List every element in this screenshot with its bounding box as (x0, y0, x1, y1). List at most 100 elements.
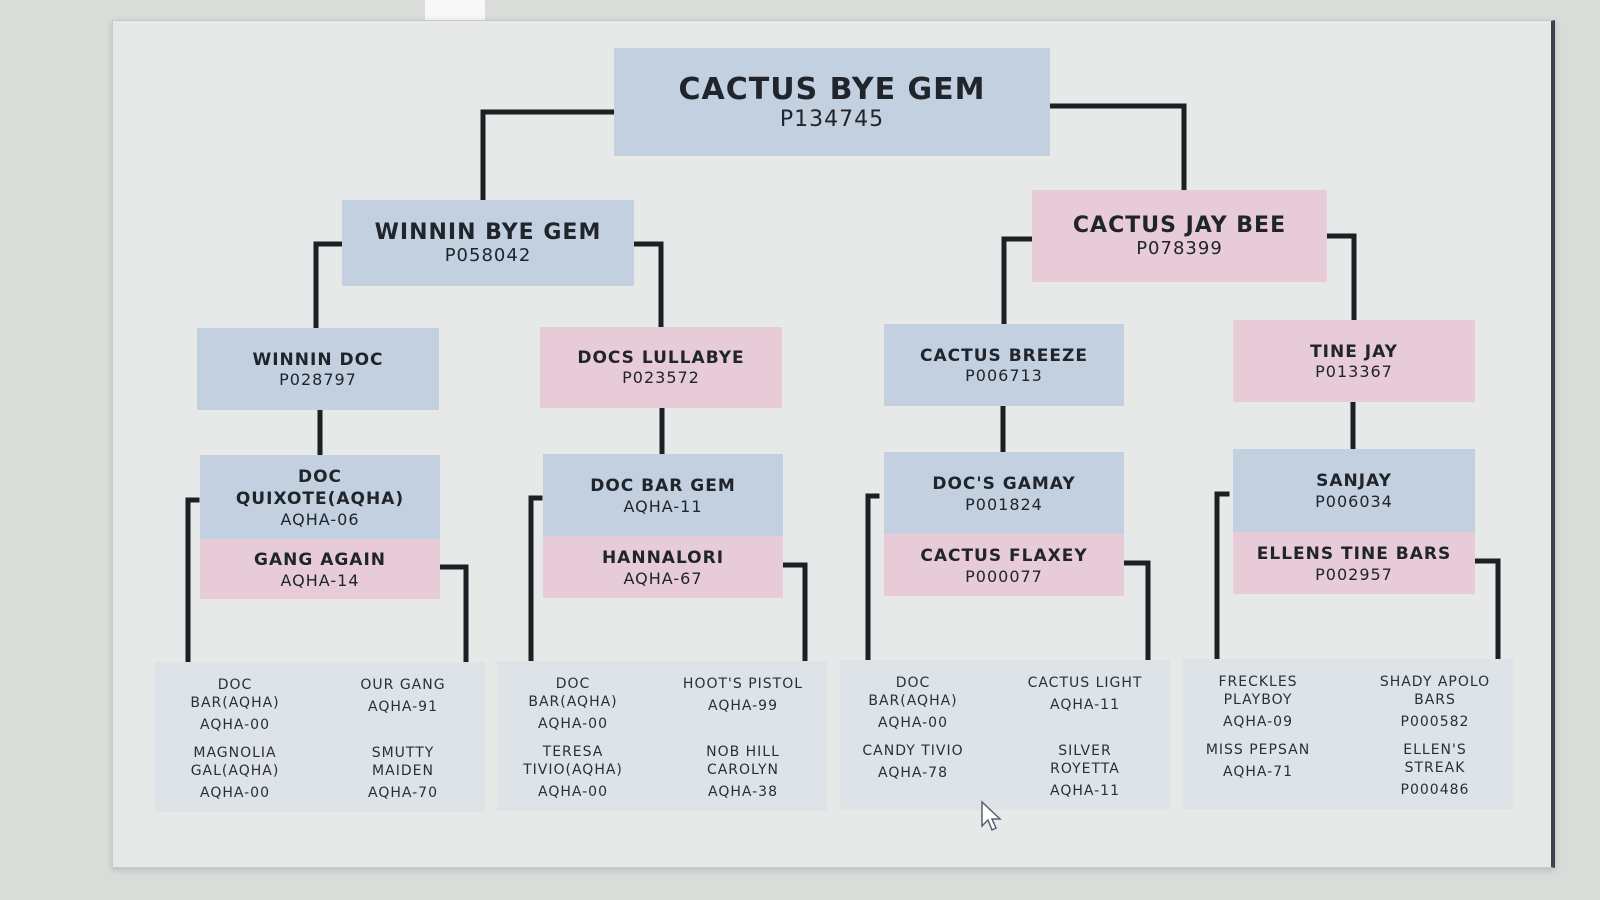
connector-gen4c-left (865, 493, 880, 661)
gen3-box-b: DOCS LULLABYE P023572 (540, 327, 782, 408)
gen5-bottom-reg: AQHA-78 (877, 765, 948, 781)
gen3-box-c: CACTUS BREEZE P006713 (884, 324, 1124, 406)
sire-box: WINNIN BYE GEM P058042 (342, 200, 634, 286)
gen5-top-reg: AQHA-11 (1049, 697, 1120, 713)
gen5-top-reg: AQHA-99 (707, 698, 778, 714)
gen5-top-name: FRECKLES PLAYBOY (1218, 674, 1298, 708)
sire-reg: P058042 (444, 245, 532, 266)
gen4-bottom-name: CACTUS FLAXEY (920, 545, 1088, 566)
gen5-bottom-name: SMUTTY MAIDEN (371, 745, 435, 779)
gen5-band-d (1183, 659, 1513, 809)
gen4-top-reg: P001824 (965, 494, 1043, 514)
gen5-bottom-reg: AQHA-00 (537, 784, 608, 800)
gen5-bottom-name: ELLEN'S STREAK (1403, 742, 1467, 776)
gen5-leaf-6: CACTUS LIGHT AQHA-11 SILVER ROYETTA AQHA… (1010, 674, 1160, 810)
gen3-box-d: TINE JAY P013367 (1233, 320, 1475, 402)
gen3-name: CACTUS BREEZE (920, 345, 1088, 366)
gen4-bottom-reg: AQHA-14 (280, 570, 360, 590)
root-horse-reg: P134745 (779, 107, 885, 132)
gen4-top-name: SANJAY (1316, 471, 1392, 491)
gen4-top-name: DOC QUIXOTE(AQHA) (235, 466, 405, 509)
gen4-top-reg: AQHA-11 (623, 496, 703, 516)
gen4-top-reg: AQHA-06 (280, 509, 360, 529)
connector-dam-gen3d (1324, 233, 1357, 323)
gen4-top-box-d: SANJAY P006034 (1233, 449, 1475, 532)
gen4-bottom-name: HANNALORI (601, 547, 725, 568)
dam-reg: P078399 (1136, 238, 1223, 259)
gen5-top-reg: AQHA-91 (367, 699, 438, 715)
gen5-bottom-name: MISS PEPSAN (1205, 742, 1311, 758)
mouse-pointer-icon (981, 800, 1002, 832)
gen5-top-name: DOC BAR(AQHA) (190, 677, 280, 711)
connector-gen4d-left (1214, 491, 1230, 660)
gen3-reg: P023572 (622, 368, 700, 387)
gen5-leaf-5: DOC BAR(AQHA) AQHA-00 CANDY TIVIO AQHA-7… (838, 674, 988, 792)
connector-gen4c-right (1122, 560, 1151, 661)
gen5-leaf-7: FRECKLES PLAYBOY AQHA-09 MISS PEPSAN AQH… (1183, 673, 1333, 791)
connector-gen4b-right (779, 562, 808, 662)
gen5-top-name: HOOT'S PISTOL (682, 676, 804, 692)
gen4-bottom-reg: P002957 (1315, 564, 1393, 584)
root-horse-name: CACTUS BYE GEM (678, 72, 986, 107)
gen4-bottom-name: ELLENS TINE BARS (1256, 543, 1452, 564)
gen4-bottom-reg: P000077 (965, 566, 1043, 586)
gen5-top-name: CACTUS LIGHT (1027, 675, 1143, 691)
root-horse-box: CACTUS BYE GEM P134745 (614, 48, 1050, 156)
gen5-top-name: DOC BAR(AQHA) (528, 676, 618, 710)
gen3-reg: P013367 (1315, 361, 1393, 381)
gen5-top-reg: AQHA-00 (537, 716, 608, 732)
dam-box: CACTUS JAY BEE P078399 (1032, 190, 1327, 282)
gen5-band-a (155, 662, 485, 812)
gen3-name: WINNIN DOC (252, 349, 384, 370)
gen5-top-name: OUR GANG (360, 677, 446, 693)
dam-name: CACTUS JAY BEE (1072, 213, 1287, 238)
gen5-bottom-reg: AQHA-11 (1049, 783, 1120, 799)
connector-gen4a-right (439, 564, 469, 663)
gen5-top-reg: AQHA-00 (199, 717, 270, 733)
connector-gen4a-left (185, 497, 200, 663)
gen5-leaf-4: HOOT'S PISTOL AQHA-99 NOB HILL CAROLYN A… (668, 675, 818, 811)
gen5-top-name: DOC BAR(AQHA) (868, 675, 958, 709)
connector-dam-gen3c (1001, 236, 1035, 325)
gen4-top-box-b: DOC BAR GEM AQHA-11 (543, 454, 783, 536)
gen5-bottom-reg: AQHA-00 (199, 785, 270, 801)
gen4-bottom-box-b: HANNALORI AQHA-67 (543, 536, 783, 598)
gen5-leaf-3: DOC BAR(AQHA) AQHA-00 TERESA TIVIO(AQHA)… (498, 675, 648, 811)
gen5-bottom-name: SILVER ROYETTA (1050, 743, 1120, 777)
gen5-top-reg: AQHA-00 (877, 715, 948, 731)
gen5-bottom-name: TERESA TIVIO(AQHA) (523, 744, 623, 778)
gen4-top-name: DOC BAR GEM (590, 475, 736, 496)
connector-sire-gen3b (631, 241, 664, 331)
gen5-bottom-reg: AQHA-38 (707, 784, 778, 800)
sire-name: WINNIN BYE GEM (374, 220, 602, 245)
gen5-leaf-8: SHADY APOLO BARS P000582 ELLEN'S STREAK … (1360, 673, 1510, 809)
connector-gen4b-left (528, 495, 543, 662)
gen5-bottom-reg: AQHA-71 (1222, 764, 1293, 780)
gen5-bottom-name: NOB HILL CAROLYN (706, 744, 780, 778)
gen5-bottom-name: CANDY TIVIO (862, 743, 964, 759)
gen5-band-b (497, 661, 827, 811)
gen3-reg: P028797 (279, 369, 357, 389)
gen3-name: TINE JAY (1310, 341, 1398, 362)
connector-root-sire (480, 109, 617, 203)
gen4-bottom-box-a: GANG AGAIN AQHA-14 (200, 539, 440, 599)
gen4-top-reg: P006034 (1315, 492, 1393, 511)
gen5-bottom-reg: P000486 (1400, 782, 1470, 798)
gen5-leaf-1: DOC BAR(AQHA) AQHA-00 MAGNOLIA GAL(AQHA)… (160, 676, 310, 812)
gen5-top-reg: AQHA-09 (1222, 714, 1293, 730)
gen3-reg: P006713 (965, 365, 1043, 385)
gen4-bottom-box-d: ELLENS TINE BARS P002957 (1233, 532, 1475, 594)
gen4-top-box-a: DOC QUIXOTE(AQHA) AQHA-06 (200, 455, 440, 539)
gen4-bottom-name: GANG AGAIN (253, 549, 387, 570)
gen3-box-a: WINNIN DOC P028797 (197, 328, 439, 410)
gen4-bottom-box-c: CACTUS FLAXEY P000077 (884, 534, 1124, 596)
gen5-bottom-name: MAGNOLIA GAL(AQHA) (190, 745, 280, 779)
gen5-bottom-reg: AQHA-70 (367, 785, 438, 801)
gen4-bottom-reg: AQHA-67 (623, 568, 703, 588)
gen5-top-name: SHADY APOLO BARS (1379, 674, 1491, 708)
gen4-top-name: DOC'S GAMAY (932, 473, 1076, 494)
connector-sire-gen3a (313, 241, 345, 331)
gen5-band-c (840, 660, 1170, 810)
connector-gen4d-right (1472, 558, 1501, 660)
